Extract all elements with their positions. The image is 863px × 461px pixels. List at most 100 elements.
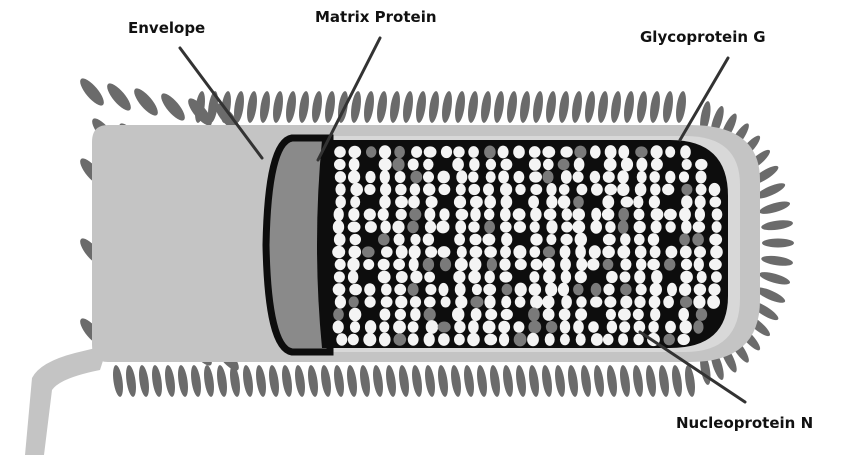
nucleoprotein-unit — [363, 333, 376, 347]
nucleoprotein-unit — [456, 209, 469, 221]
nucleoprotein-unit — [636, 259, 646, 271]
nucleoprotein-unit — [647, 259, 660, 270]
nucleoprotein-unit — [603, 171, 615, 183]
glycoprotein-spike — [644, 365, 657, 398]
nucleoprotein-unit — [394, 284, 406, 295]
nucleoprotein-unit — [591, 183, 603, 195]
nucleoprotein-unit — [620, 233, 630, 245]
nucleoprotein-unit — [364, 209, 376, 221]
glycoprotein-spike — [466, 91, 479, 124]
nucleoprotein-unit — [348, 208, 359, 221]
glycoprotein-spike — [618, 365, 631, 398]
nucleoprotein-unit — [680, 145, 691, 158]
nucleoprotein-unit — [470, 296, 483, 308]
nucleoprotein-unit — [334, 208, 344, 222]
nucleoprotein-unit — [530, 208, 541, 222]
nucleoprotein-unit — [573, 320, 584, 333]
glycoprotein-spike — [758, 270, 791, 287]
nucleoprotein-unit — [335, 171, 346, 183]
nucleoprotein-unit — [486, 171, 496, 183]
nucleoprotein-unit — [696, 308, 707, 321]
nucleoprotein-unit — [648, 233, 659, 246]
nucleoprotein-unit — [561, 270, 571, 283]
glycoprotein-spike — [657, 365, 670, 398]
nucleoprotein-unit — [651, 270, 662, 284]
nucleoprotein-unit — [543, 159, 554, 170]
nucleoprotein-unit — [618, 333, 628, 345]
nucleoprotein-unit — [617, 245, 630, 258]
glycoprotein-spike — [670, 365, 683, 398]
nucleoprotein-unit — [544, 209, 557, 221]
nucleoprotein-unit — [396, 245, 408, 258]
nucleoprotein-unit — [693, 320, 703, 334]
nucleoprotein-unit — [575, 245, 586, 259]
nucleoprotein-unit — [680, 296, 692, 308]
nucleoprotein-unit — [454, 321, 465, 333]
nucleoprotein-unit — [333, 321, 344, 334]
nucleoprotein-unit — [485, 309, 497, 320]
nucleoprotein-unit — [513, 146, 525, 159]
nucleoprotein-unit — [679, 233, 690, 245]
glycoprotein-spike — [371, 365, 384, 398]
nucleoprotein-unit — [380, 183, 391, 196]
nucleoprotein-unit — [334, 271, 345, 282]
nucleoprotein-unit — [438, 333, 450, 346]
glycoprotein-spike — [635, 91, 648, 124]
nucleoprotein-unit — [439, 184, 451, 195]
nucleoprotein-unit — [546, 183, 556, 196]
nucleoprotein-unit — [710, 197, 722, 208]
nucleoprotein-unit — [332, 246, 345, 258]
glycoprotein-spike — [414, 91, 427, 124]
nucleoprotein-unit — [664, 258, 675, 270]
nucleoprotein-unit — [501, 233, 512, 246]
nucleoprotein-unit — [543, 171, 554, 184]
nucleoprotein-unit — [410, 308, 420, 321]
nucleoprotein-unit — [696, 184, 707, 195]
nucleoprotein-unit — [439, 283, 449, 296]
nucleoprotein-unit — [649, 196, 660, 209]
glycoprotein-spike — [622, 91, 635, 124]
nucleoprotein-unit — [379, 333, 391, 347]
nucleoprotein-unit — [438, 322, 451, 333]
nucleoprotein-unit — [440, 258, 451, 272]
nucleoprotein-unit — [363, 259, 374, 270]
nucleoprotein-unit — [561, 222, 572, 233]
nucleoprotein-unit — [529, 171, 542, 182]
nucleoprotein-unit — [441, 297, 451, 308]
nucleoprotein-unit — [575, 308, 587, 320]
nucleoprotein-unit — [333, 308, 344, 320]
nucleoprotein-unit — [694, 258, 704, 271]
nucleoprotein-unit — [678, 308, 689, 322]
nucleoprotein-unit — [500, 208, 511, 222]
nucleoprotein-unit — [679, 283, 691, 296]
glycoprotein-spike — [267, 365, 280, 398]
glycoprotein-spike — [384, 365, 397, 398]
nucleoprotein-unit — [407, 221, 418, 233]
nucleoprotein-unit — [558, 195, 570, 208]
nucleoprotein-unit — [667, 283, 677, 296]
nucleoprotein-unit — [486, 159, 496, 170]
nucleoprotein-unit — [334, 233, 346, 246]
glycoprotein-spike — [176, 365, 189, 398]
nucleoprotein-unit — [500, 221, 512, 232]
nucleoprotein-unit — [455, 283, 466, 296]
glycoprotein-spike — [453, 91, 466, 124]
nucleoprotein-unit — [484, 295, 495, 308]
glycoprotein-spike — [319, 365, 332, 398]
nucleoprotein-unit — [425, 208, 436, 221]
nucleoprotein-unit — [381, 296, 393, 307]
nucleoprotein-unit — [471, 308, 482, 321]
nucleoprotein-unit — [467, 333, 480, 346]
nucleoprotein-unit — [378, 271, 391, 284]
nucleoprotein-unit — [348, 270, 358, 283]
nucleoprotein-unit — [468, 320, 479, 333]
glycoprotein-spike — [648, 91, 661, 124]
nucleoprotein-unit — [515, 184, 525, 195]
nucleoprotein-unit — [513, 208, 526, 220]
nucleoprotein-unit — [348, 170, 360, 184]
nucleoprotein-unit — [468, 146, 479, 158]
nucleoprotein-unit — [364, 283, 375, 296]
glycoprotein-spike — [761, 254, 794, 267]
nucleoprotein-unit — [695, 195, 706, 208]
nucleoprotein-unit — [472, 284, 482, 295]
